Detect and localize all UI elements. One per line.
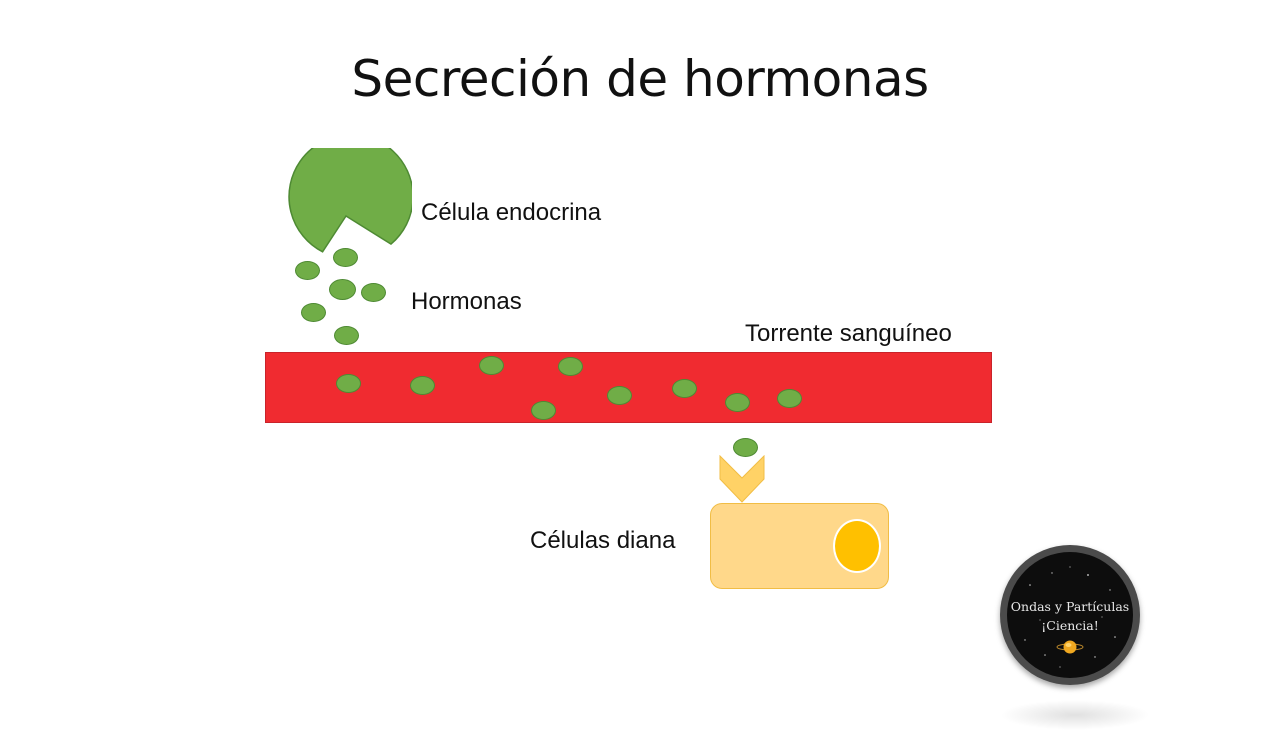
hormone bbox=[733, 438, 758, 457]
slide-title: Secreción de hormonas bbox=[351, 50, 929, 108]
logo-shadow bbox=[1000, 700, 1150, 730]
hormones-label: Hormonas bbox=[411, 288, 522, 315]
hormone bbox=[558, 357, 583, 376]
bloodstream-label: Torrente sanguíneo bbox=[745, 320, 952, 347]
planet-logo-icon: Ondas y Partículas ¡Ciencia! bbox=[1000, 545, 1140, 685]
hormone bbox=[329, 279, 356, 300]
hormone bbox=[607, 386, 632, 405]
hormone bbox=[531, 401, 556, 420]
hormone bbox=[479, 356, 504, 375]
endocrine-cell-label: Célula endocrina bbox=[421, 199, 602, 226]
hormone bbox=[672, 379, 697, 398]
starfield-icon bbox=[1024, 566, 1116, 668]
planet-icon bbox=[1056, 640, 1084, 654]
hormone bbox=[333, 248, 358, 267]
endocrine-cell-icon bbox=[288, 148, 412, 253]
target-cells-label: Células diana bbox=[530, 527, 676, 554]
target-cell-nucleus bbox=[833, 519, 881, 573]
bloodstream bbox=[265, 352, 992, 423]
chevron-down-arrow-icon bbox=[719, 455, 765, 503]
hormone bbox=[410, 376, 435, 395]
hormone bbox=[777, 389, 802, 408]
logo-line-1: Ondas y Partículas bbox=[1010, 599, 1130, 614]
logo-line-2: ¡Ciencia! bbox=[1041, 618, 1099, 633]
hormone bbox=[336, 374, 361, 393]
hormone bbox=[725, 393, 750, 412]
logo-background bbox=[1007, 552, 1133, 678]
hormone bbox=[334, 326, 359, 345]
hormone bbox=[295, 261, 320, 280]
target-cell bbox=[710, 503, 889, 589]
hormone bbox=[361, 283, 386, 302]
hormone bbox=[301, 303, 326, 322]
